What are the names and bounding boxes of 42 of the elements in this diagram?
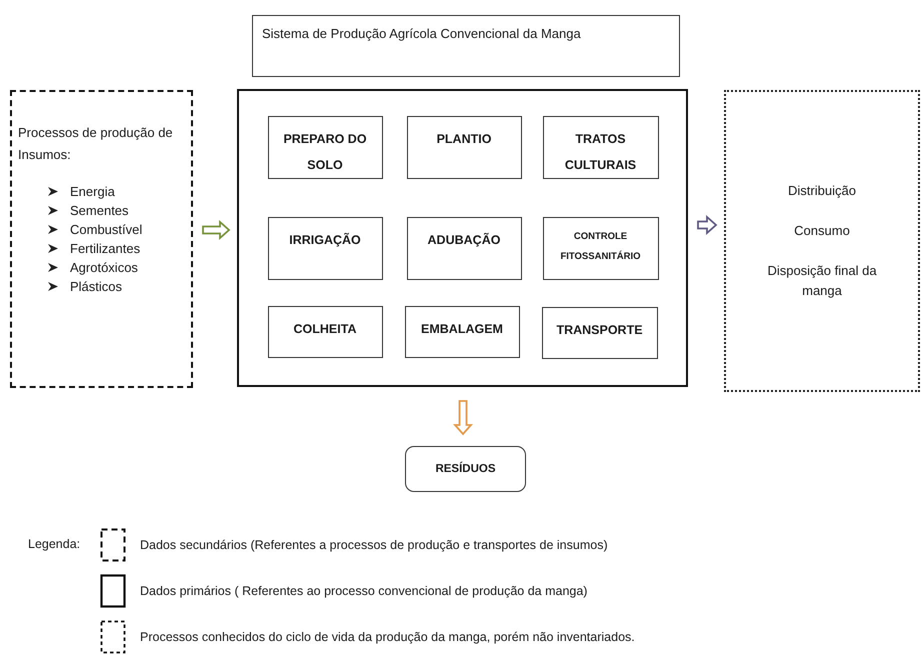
process-box	[268, 116, 382, 178]
title-text: Sistema de Produção Agrícola Convencional da Manga	[262, 26, 581, 42]
list-item: Sementes	[70, 203, 129, 218]
stage-label: Consumo	[794, 222, 850, 240]
list-item: Fertilizantes	[70, 241, 140, 256]
step-label: TRATOS CULTURAIS	[564, 130, 638, 174]
step-label: PLANTIO	[436, 130, 492, 148]
step-label: CONTROLE FITOSSANITÁRIO	[559, 230, 642, 264]
step-label: EMBALAGEM	[421, 320, 503, 338]
block-arrow	[697, 215, 718, 235]
legend-text: Dados secundários (Referentes a processos de produção e transportes de insumos)	[140, 538, 608, 552]
process-box	[406, 116, 522, 178]
process-box	[268, 306, 382, 358]
process-box	[404, 306, 520, 358]
process-box	[268, 216, 382, 280]
list-item: Plásticos	[70, 279, 122, 294]
stage-label: Distribuição	[788, 182, 856, 200]
process-box	[406, 216, 522, 280]
process-box	[542, 216, 658, 280]
block-arrow	[453, 400, 473, 436]
list-item: Combustível	[70, 222, 142, 237]
process-box	[542, 306, 658, 358]
step-label: IRRIGAÇÃO	[289, 232, 361, 249]
step-label: ADUBAÇÃO	[428, 232, 500, 249]
output-label: RESÍDUOS	[435, 463, 496, 475]
stage-label: Disposição final da manga	[766, 262, 878, 300]
stages-box	[724, 90, 920, 392]
process-box	[542, 116, 658, 178]
step-label: COLHEITA	[294, 320, 356, 338]
block-arrow	[202, 220, 230, 240]
inputs-box	[10, 90, 193, 388]
legend-text: Processos conhecidos do ciclo de vida da produção da manga, porém não inventariados.	[140, 630, 635, 644]
system-title-box	[252, 15, 680, 77]
legend-title: Legenda:	[28, 537, 80, 551]
list-item: Energia	[70, 184, 115, 199]
list-item: Agrotóxicos	[70, 260, 138, 275]
legend-text: Dados primários ( Referentes ao processo convencional de produção da manga)	[140, 584, 588, 598]
box-heading: Processos de produção de Insumos:	[18, 124, 174, 164]
system-box	[237, 89, 688, 387]
step-label: PREPARO DO SOLO	[282, 130, 368, 174]
step-label: TRANSPORTE	[556, 322, 643, 338]
waste-box	[405, 446, 526, 492]
